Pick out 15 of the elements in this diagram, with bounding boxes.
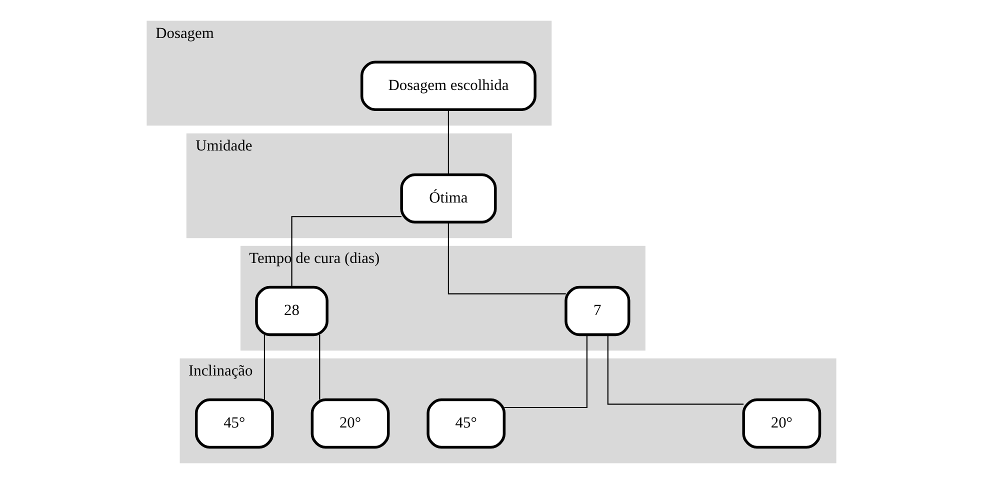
- connector: [263, 334, 265, 400]
- node-box: 45°: [194, 398, 274, 449]
- connector: [447, 222, 566, 294]
- connector: [606, 334, 744, 405]
- node-box: Ótima: [400, 173, 496, 224]
- node-box: 7: [564, 286, 630, 336]
- connector: [290, 216, 401, 288]
- node-box: Dosagem escolhida: [360, 60, 536, 111]
- connector: [447, 110, 449, 175]
- node-box: 45°: [426, 398, 506, 449]
- connector: [318, 334, 320, 400]
- node-box: 20°: [742, 398, 821, 449]
- connector: [504, 334, 587, 408]
- node-box: 28: [254, 286, 328, 336]
- node-box: 20°: [310, 398, 390, 449]
